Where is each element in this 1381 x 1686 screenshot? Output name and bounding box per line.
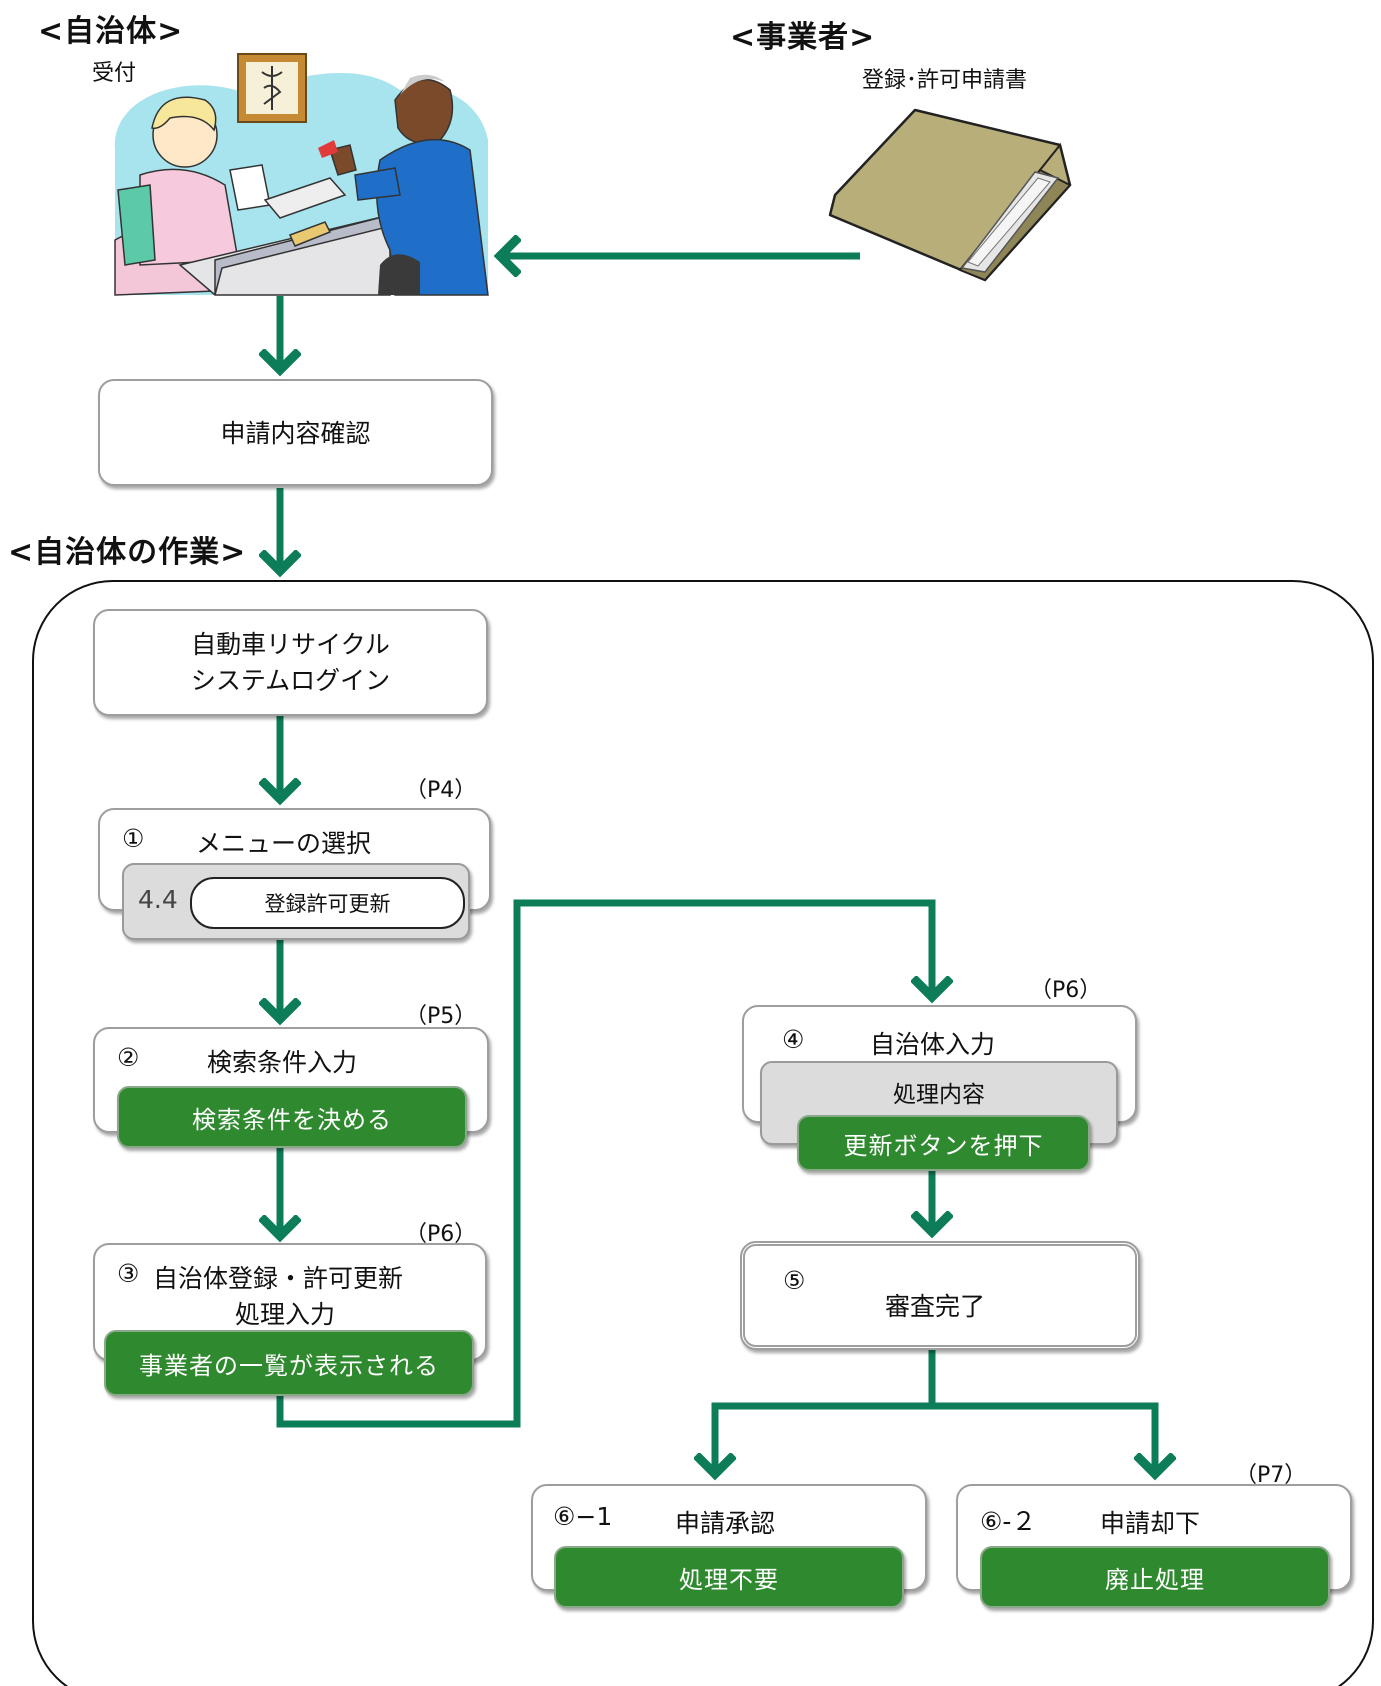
step2-action-set-search-conditions[interactable]: 検索条件を決める (117, 1086, 467, 1148)
step3-action-business-list-shown[interactable]: 事業者の一覧が表示される (104, 1330, 474, 1396)
login-line1: 自動車リサイクル (191, 630, 390, 659)
step6-2-action-abolition[interactable]: 廃止処理 (980, 1546, 1330, 1608)
step4-action-press-update[interactable]: 更新ボタンを押下 (797, 1115, 1090, 1171)
login-line2: システムログイン (190, 666, 391, 695)
step6-1-title: 申請承認 (675, 1509, 776, 1538)
step1-title: メニューの選択 (196, 829, 372, 858)
step6-2-number: ⑥-２ (980, 1507, 1037, 1536)
step2-page-ref: （P5） (405, 1004, 477, 1029)
step1-page-ref: （P4） (405, 778, 477, 803)
menu-item-registration-renewal[interactable]: 登録許可更新 (190, 877, 465, 929)
step3-number: ③ (117, 1259, 140, 1288)
step3-page-ref: （P6） (405, 1222, 477, 1247)
step4-number: ④ (782, 1025, 805, 1054)
step1-menu-number: 4.4 (138, 885, 178, 914)
application-form-label: 登録･許可申請書 (862, 68, 1028, 93)
step2-title: 検索条件入力 (207, 1048, 358, 1077)
check-application-box: 申請内容確認 (98, 379, 493, 486)
step4-process-label: 処理内容 (893, 1082, 985, 1108)
heading-municipality: <自治体> (38, 14, 184, 49)
heading-municipality-work: <自治体の作業> (8, 535, 247, 570)
step5-number: ⑤ (783, 1266, 806, 1295)
step4-page-ref: （P6） (1030, 978, 1102, 1003)
login-box: 自動車リサイクル システムログイン (93, 609, 488, 716)
step3-title-line1: 自治体登録・許可更新 (153, 1264, 404, 1293)
reception-label: 受付 (92, 61, 137, 86)
step1-number: ① (122, 824, 145, 853)
work-area-frame (32, 580, 1374, 1686)
reception-clipart (114, 53, 489, 296)
step6-1-action-no-processing[interactable]: 処理不要 (554, 1546, 904, 1608)
step6-2-page-ref: （P7） (1235, 1463, 1307, 1488)
check-application-label: 申請内容確認 (220, 419, 371, 448)
step3-title-line2: 処理入力 (235, 1300, 336, 1329)
step6-1-number: ⑥−1 (553, 1502, 613, 1531)
step5-title: 審査完了 (885, 1292, 986, 1321)
step4-title: 自治体入力 (870, 1030, 996, 1059)
arrow-step3-to-step4 (276, 899, 932, 1428)
step6-2-title: 申請却下 (1100, 1509, 1201, 1538)
heading-business: <事業者> (730, 20, 876, 55)
step2-number: ② (117, 1043, 140, 1072)
arrow-step5-to-step6-1 (715, 1350, 936, 1474)
step5-box: ⑤ 審査完了 (740, 1241, 1140, 1350)
folder-clipart (828, 108, 1072, 282)
arrow-step5-to-step6-2 (932, 1402, 1155, 1474)
